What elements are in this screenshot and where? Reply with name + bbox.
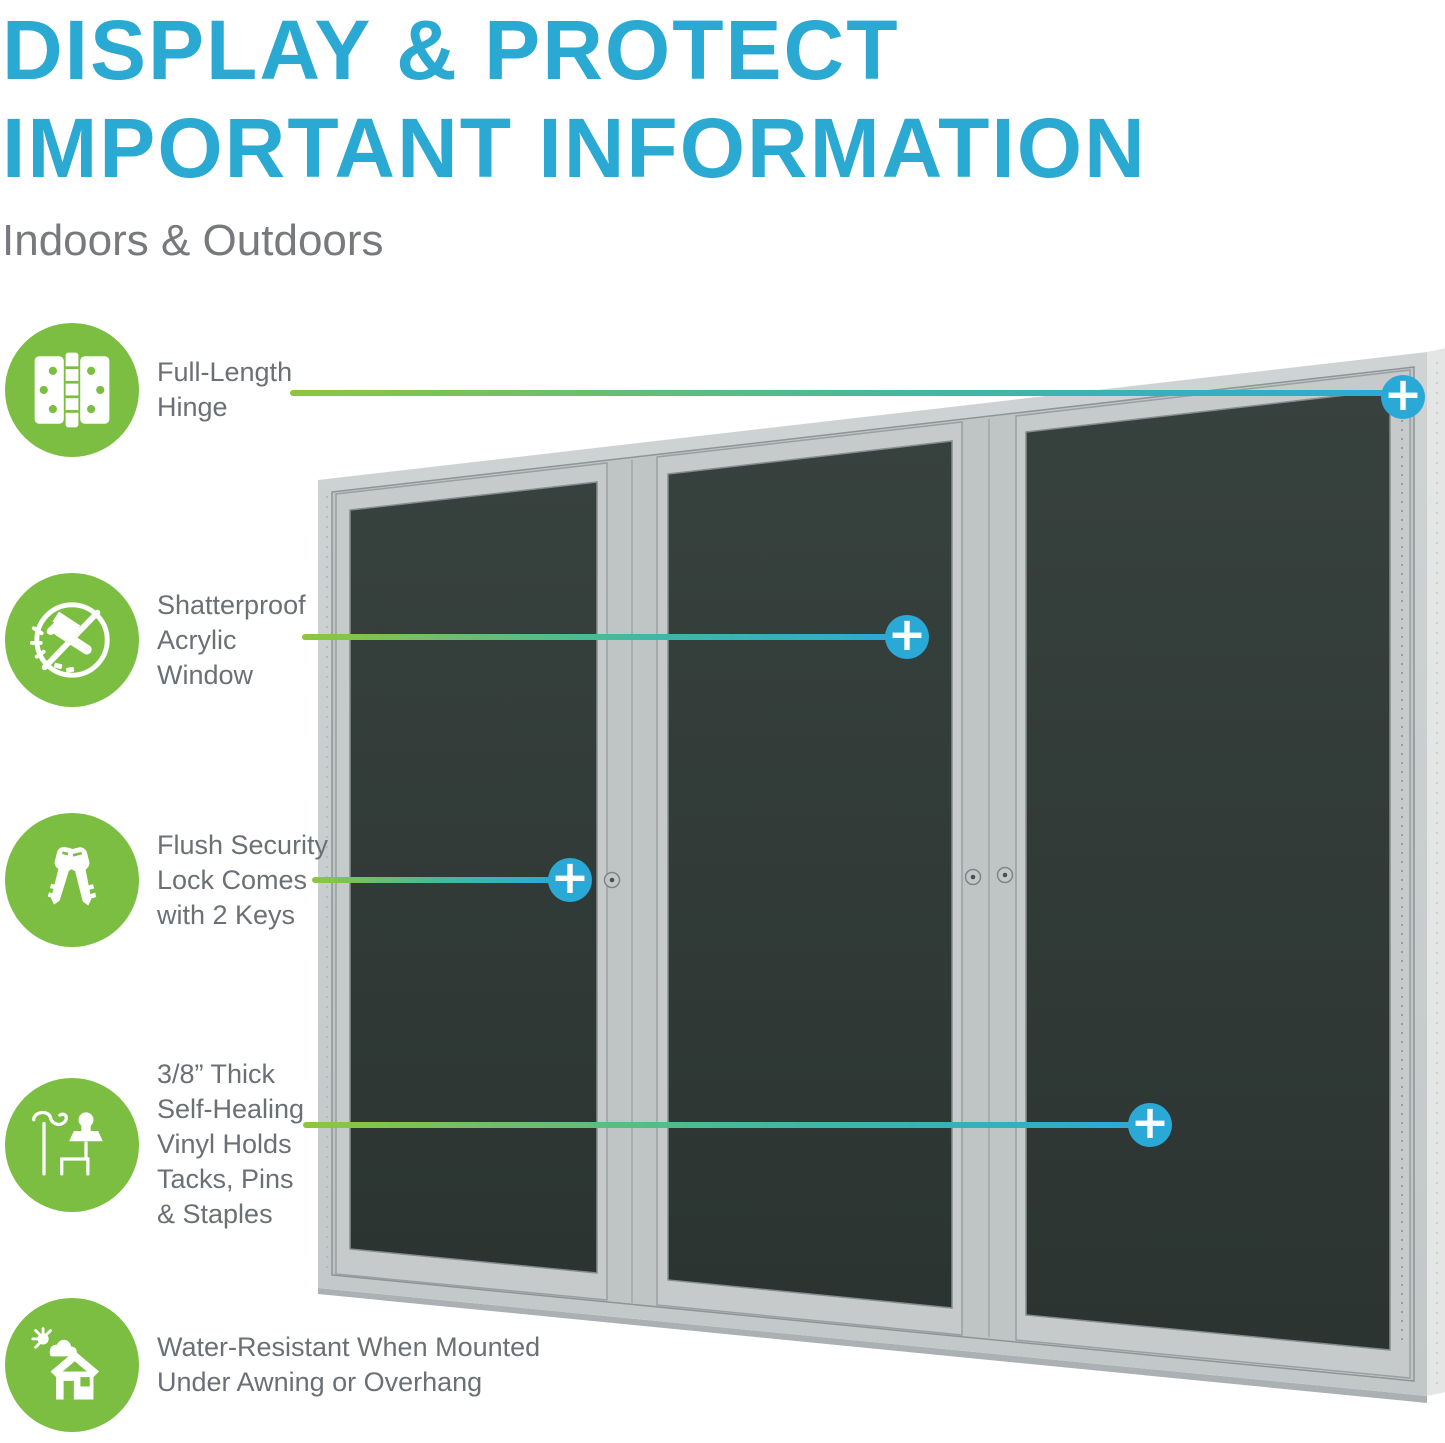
vinyl-tack-icon: [32, 1110, 103, 1176]
feature-lock: Flush Security Lock Comes with 2 Keys: [5, 813, 328, 947]
security-lock-icon: [47, 846, 97, 906]
feature-icon-circle: [5, 1077, 139, 1212]
feature-hinge: Full-Length Hinge: [5, 323, 292, 457]
hinge-icon: [34, 352, 110, 428]
door-lock: [964, 868, 982, 886]
plus-marker-vinyl: +: [1128, 1099, 1172, 1147]
feature-vinyl: 3/8” Thick Self-Healing Vinyl Holds Tack…: [5, 1057, 304, 1232]
feature-label: Flush Security Lock Comes with 2 Keys: [157, 829, 329, 930]
feature-label: Water-Resistant When Mounted Under Awnin…: [157, 1332, 541, 1397]
plus-icon: +: [1130, 1095, 1170, 1149]
plus-marker-hinge: +: [1381, 371, 1425, 419]
plus-icon: +: [887, 607, 927, 661]
door-lock: [996, 866, 1014, 884]
plus-marker-acrylic: +: [885, 611, 929, 659]
plus-marker-lock: +: [548, 854, 592, 902]
board-bottom-lip: [318, 1288, 1427, 1403]
shatterproof-icon: [29, 602, 110, 678]
callout-line-acrylic: [302, 634, 888, 640]
header: DISPLAY & PROTECT IMPORTANT INFORMATION …: [2, 0, 1147, 264]
feature-label: 3/8” Thick Self-Healing Vinyl Holds Tack…: [157, 1059, 305, 1229]
water-resistant-icon: [31, 1327, 100, 1400]
feature-icon-circle: [5, 813, 139, 947]
feature-icon-circle: [5, 573, 139, 707]
door-3-panel: [1025, 389, 1391, 1351]
feature-label: Shatterproof Acrylic Window: [157, 589, 306, 690]
door-2-panel: [667, 440, 953, 1309]
callout-line-vinyl: [303, 1122, 1132, 1128]
feature-acrylic: Shatterproof Acrylic Window: [5, 573, 306, 707]
page-title-line1: DISPLAY & PROTECT: [2, 3, 900, 97]
feature-icon-circle: [5, 323, 139, 457]
plus-icon: +: [550, 850, 590, 904]
page-subtitle: Indoors & Outdoors: [2, 216, 384, 265]
feature-icon-circle: [5, 1298, 139, 1432]
page-title-line2: IMPORTANT INFORMATION: [2, 101, 1147, 195]
feature-label: Full-Length Hinge: [157, 357, 293, 422]
plus-icon: +: [1383, 367, 1423, 421]
feature-water-resistant: Water-Resistant When Mounted Under Awnin…: [5, 1298, 540, 1432]
door-lock: [603, 871, 621, 889]
callout-line-lock: [312, 877, 552, 883]
callout-line-hinge: [290, 390, 1386, 396]
